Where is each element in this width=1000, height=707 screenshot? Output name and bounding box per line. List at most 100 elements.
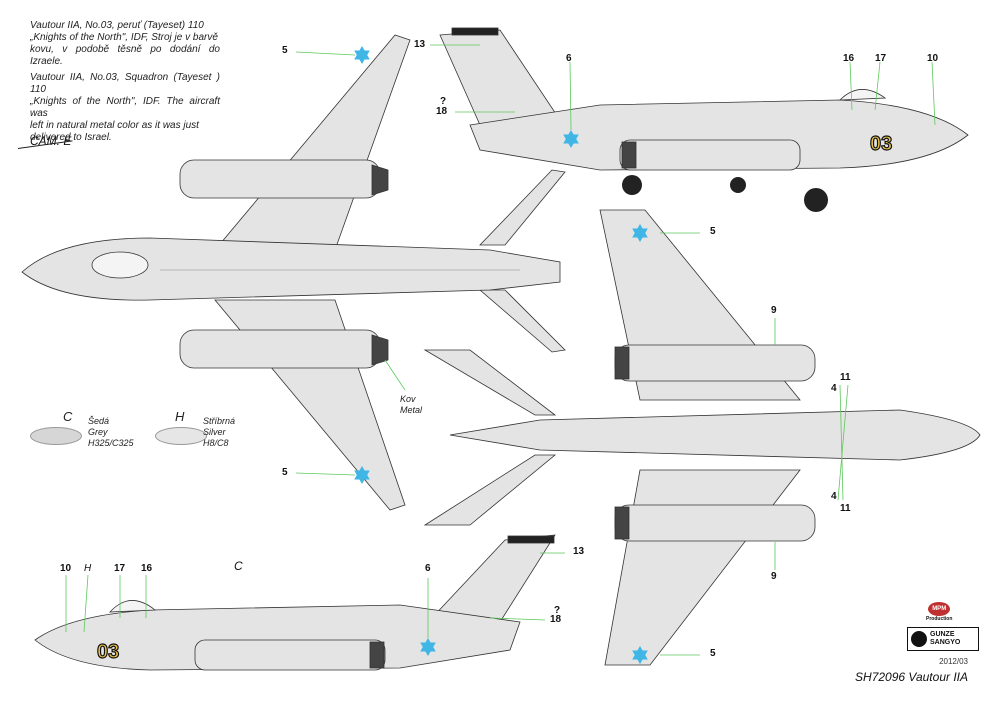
callout-16: 16	[141, 563, 153, 574]
note-line: „Knights of the North", IDF. The aircraf…	[30, 96, 220, 119]
callout-question: ?	[554, 605, 561, 616]
callout-11: 11	[840, 503, 851, 514]
fuselage-under	[449, 409, 981, 461]
star-of-david-icon	[354, 46, 370, 64]
lower-nacelle	[179, 329, 381, 369]
callout-6: 6	[566, 53, 572, 64]
callout-13: 13	[414, 39, 426, 50]
upper-wing	[214, 34, 411, 251]
gunze-line: GUNZE	[930, 631, 955, 638]
gunze-logo-icon	[911, 631, 927, 647]
callout-4: 4	[831, 383, 837, 394]
lower-stabilizer	[423, 454, 557, 526]
callout-question: ?	[440, 96, 447, 107]
callout-18: 18	[436, 106, 448, 117]
swatch-line: Silver	[203, 427, 226, 437]
lower-nacelle-under	[614, 504, 816, 542]
czech-description: Vautour IIA, No.03, peruť (Tayeset) 110 …	[30, 20, 220, 68]
vertical-fin-right	[429, 534, 556, 623]
fuselage-top	[21, 237, 561, 301]
swatch-line: Grey	[88, 427, 108, 437]
canopy-side-right	[109, 600, 157, 613]
nacelle-side-right	[194, 639, 386, 671]
gunze-line: SANGYO	[930, 639, 961, 646]
callout-17: 17	[875, 53, 887, 64]
upper-tailplane	[479, 169, 566, 246]
swatch-letter-h: H	[175, 409, 185, 424]
top-view	[21, 34, 566, 511]
aircraft-number-bottom: 03	[97, 641, 119, 663]
swatch-line: Stříbrná	[203, 416, 236, 426]
swatch-line: H325/C325	[88, 438, 134, 448]
callout-c: C	[234, 559, 243, 573]
callout-13: 13	[573, 546, 585, 557]
callout-16: 16	[843, 53, 855, 64]
note-line: delivered to Israel.	[30, 132, 112, 143]
callout-5: 5	[282, 45, 288, 56]
exhaust-lower-under	[614, 506, 630, 540]
swatch-grey	[30, 427, 82, 445]
english-description: Vautour IIA, No.03, Squadron (Tayeset ) …	[30, 72, 220, 144]
vertical-fin	[439, 29, 561, 126]
leader-lines	[65, 44, 936, 656]
metal-label-english: Metal	[400, 405, 423, 415]
nacelle-side	[619, 139, 801, 171]
note-line: kovu, v podobě těsně po dodání do Izrael…	[30, 44, 220, 67]
callout-10: 10	[60, 563, 72, 574]
swatch-silver	[155, 427, 207, 445]
nose-wheel	[804, 188, 828, 212]
callout-11: 11	[840, 372, 851, 383]
swatch-line: Šedá	[88, 416, 110, 426]
callout-5: 5	[282, 467, 288, 478]
note-line: Vautour IIA, No.03, Squadron (Tayeset ) …	[30, 72, 220, 95]
gunze-sangyo-logo: GUNZE SANGYO	[907, 627, 979, 651]
note-line: „Knights of the North", IDF, Stroj je v …	[30, 32, 218, 43]
swatch-silver-label: Stříbrná Silver H8/C8	[203, 416, 235, 449]
callout-5: 5	[710, 648, 716, 659]
exhaust-side-right	[369, 641, 385, 669]
camouflage-label: CAM. E	[30, 134, 72, 148]
callout-18: 18	[550, 614, 562, 625]
swatch-grey-label: Šedá Grey H325/C325	[88, 416, 134, 449]
mpm-logo: MPM Production	[926, 602, 952, 622]
note-line: Vautour IIA, No.03, peruť (Tayeset) 110	[30, 20, 204, 31]
underside-view	[423, 209, 981, 666]
canopy-side	[838, 89, 887, 101]
upper-nacelle	[179, 159, 381, 199]
main-wheel-2	[730, 177, 746, 193]
callout-4: 4	[831, 491, 837, 502]
lower-tailplane	[478, 289, 566, 353]
footer-product-code: SH72096 Vautour IIA	[855, 670, 968, 684]
swatch-letter-c: C	[63, 409, 73, 424]
callout-9: 9	[771, 305, 777, 316]
upper-stabilizer	[423, 349, 557, 416]
aircraft-number-top: 03	[870, 133, 892, 155]
canopy-top	[91, 251, 149, 279]
left-side-view	[439, 27, 969, 212]
mpm-logo-subtitle: Production	[926, 616, 953, 622]
swatch-line: H8/C8	[203, 438, 229, 448]
callout-17: 17	[114, 563, 126, 574]
main-wheel-1	[622, 175, 642, 195]
fin-tip	[451, 27, 499, 36]
callout-10: 10	[927, 53, 939, 64]
gunze-logo-text: GUNZE SANGYO	[930, 631, 960, 647]
callout-5: 5	[710, 226, 716, 237]
metal-label: Kov Metal	[400, 394, 422, 416]
mpm-logo-mark: MPM	[928, 602, 951, 616]
callout-6: 6	[425, 563, 431, 574]
exhaust-lower	[371, 334, 389, 366]
footer-date: 2012/03	[939, 657, 968, 666]
exhaust-side	[621, 141, 637, 169]
fuselage-side	[469, 99, 969, 171]
note-line: left in natural metal color as it was ju…	[30, 120, 199, 131]
exhaust-upper-under	[614, 346, 630, 380]
right-side-view	[34, 534, 556, 671]
right-wing-under	[604, 469, 801, 666]
fuselage-side-right	[34, 604, 521, 671]
metal-label-czech: Kov	[400, 394, 416, 404]
callout-h: H	[84, 563, 92, 574]
fin-tip-right	[507, 535, 555, 544]
